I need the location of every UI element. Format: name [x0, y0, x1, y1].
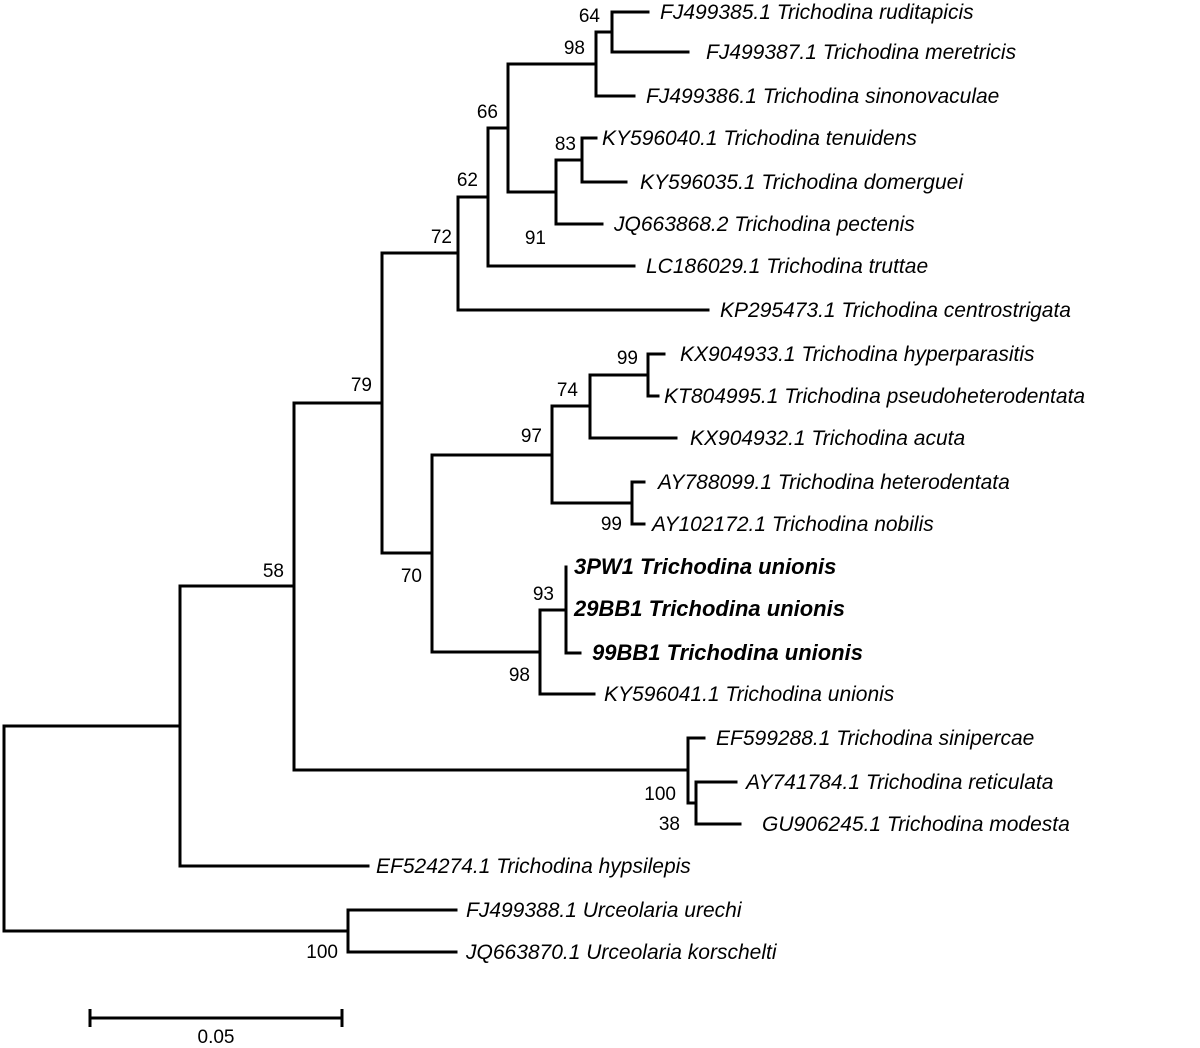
support-value-7: 72: [431, 227, 452, 248]
support-value-1: 64: [579, 6, 601, 27]
leaf-label-t6: JQ663868.2 Trichodina pectenis: [613, 213, 915, 236]
leaf-label-t22: FJ499388.1 Urceolaria urechi: [466, 899, 743, 922]
leaf-label-t10: KT804995.1 Trichodina pseudoheterodentat…: [664, 385, 1085, 408]
support-value-2: 98: [564, 38, 585, 59]
support-value-11: 97: [521, 426, 542, 447]
leaf-label-t5: KY596035.1 Trichodina domerguei: [640, 171, 964, 194]
leaf-label-t18: EF599288.1 Trichodina sinipercae: [716, 727, 1034, 750]
support-values: 64 98 83 91 66 62 72 99 74 99 97 93 98 70 79 38 100 58 100: [263, 6, 680, 963]
scale-bar-label: 0.05: [198, 1027, 235, 1048]
leaf-label-t13: AY102172.1 Trichodina nobilis: [650, 513, 934, 536]
leaf-label-t15: 29BB1 Trichodina unionis: [573, 596, 845, 621]
leaf-label-t23: JQ663870.1 Urceolaria korschelti: [465, 941, 778, 964]
support-value-14: 70: [401, 566, 422, 587]
support-value-5: 66: [477, 102, 498, 123]
support-value-16: 38: [659, 814, 680, 835]
support-value-9: 74: [557, 380, 579, 401]
support-value-3: 83: [555, 134, 576, 155]
support-value-8: 99: [617, 348, 638, 369]
support-value-18: 58: [263, 561, 284, 582]
leaf-label-t17: KY596041.1 Trichodina unionis: [604, 683, 895, 706]
support-value-17: 100: [644, 784, 676, 805]
leaf-label-t4: KY596040.1 Trichodina tenuidens: [602, 127, 917, 150]
support-value-12: 93: [533, 584, 554, 605]
leaf-label-t11: KX904932.1 Trichodina acuta: [690, 427, 965, 450]
leaf-label-t2: FJ499387.1 Trichodina meretricis: [706, 41, 1017, 64]
scale-bar: 0.05: [88, 1009, 344, 1048]
tree-branches: [2, 10, 742, 954]
leaf-label-t14: 3PW1 Trichodina unionis: [574, 554, 836, 579]
support-value-6: 62: [457, 170, 478, 191]
leaf-labels: FJ499385.1 Trichodina ruditapicisFJ49938…: [376, 1, 1085, 964]
leaf-label-t20: GU906245.1 Trichodina modesta: [762, 813, 1070, 836]
leaf-label-t12: AY788099.1 Trichodina heterodentata: [656, 471, 1010, 494]
leaf-label-t8: KP295473.1 Trichodina centrostrigata: [720, 299, 1071, 322]
leaf-label-t7: LC186029.1 Trichodina truttae: [646, 255, 928, 278]
leaf-label-t9: KX904933.1 Trichodina hyperparasitis: [680, 343, 1035, 366]
support-value-13: 98: [509, 665, 530, 686]
leaf-label-t21: EF524274.1 Trichodina hypsilepis: [376, 855, 691, 878]
leaf-label-t1: FJ499385.1 Trichodina ruditapicis: [660, 1, 974, 24]
support-value-4: 91: [525, 228, 546, 249]
leaf-label-t16: 99BB1 Trichodina unionis: [592, 640, 863, 665]
leaf-label-t19: AY741784.1 Trichodina reticulata: [744, 771, 1053, 794]
support-value-10: 99: [601, 514, 622, 535]
support-value-15: 79: [351, 375, 372, 396]
support-value-19: 100: [306, 942, 338, 963]
leaf-label-t3: FJ499386.1 Trichodina sinonovaculae: [646, 85, 999, 108]
